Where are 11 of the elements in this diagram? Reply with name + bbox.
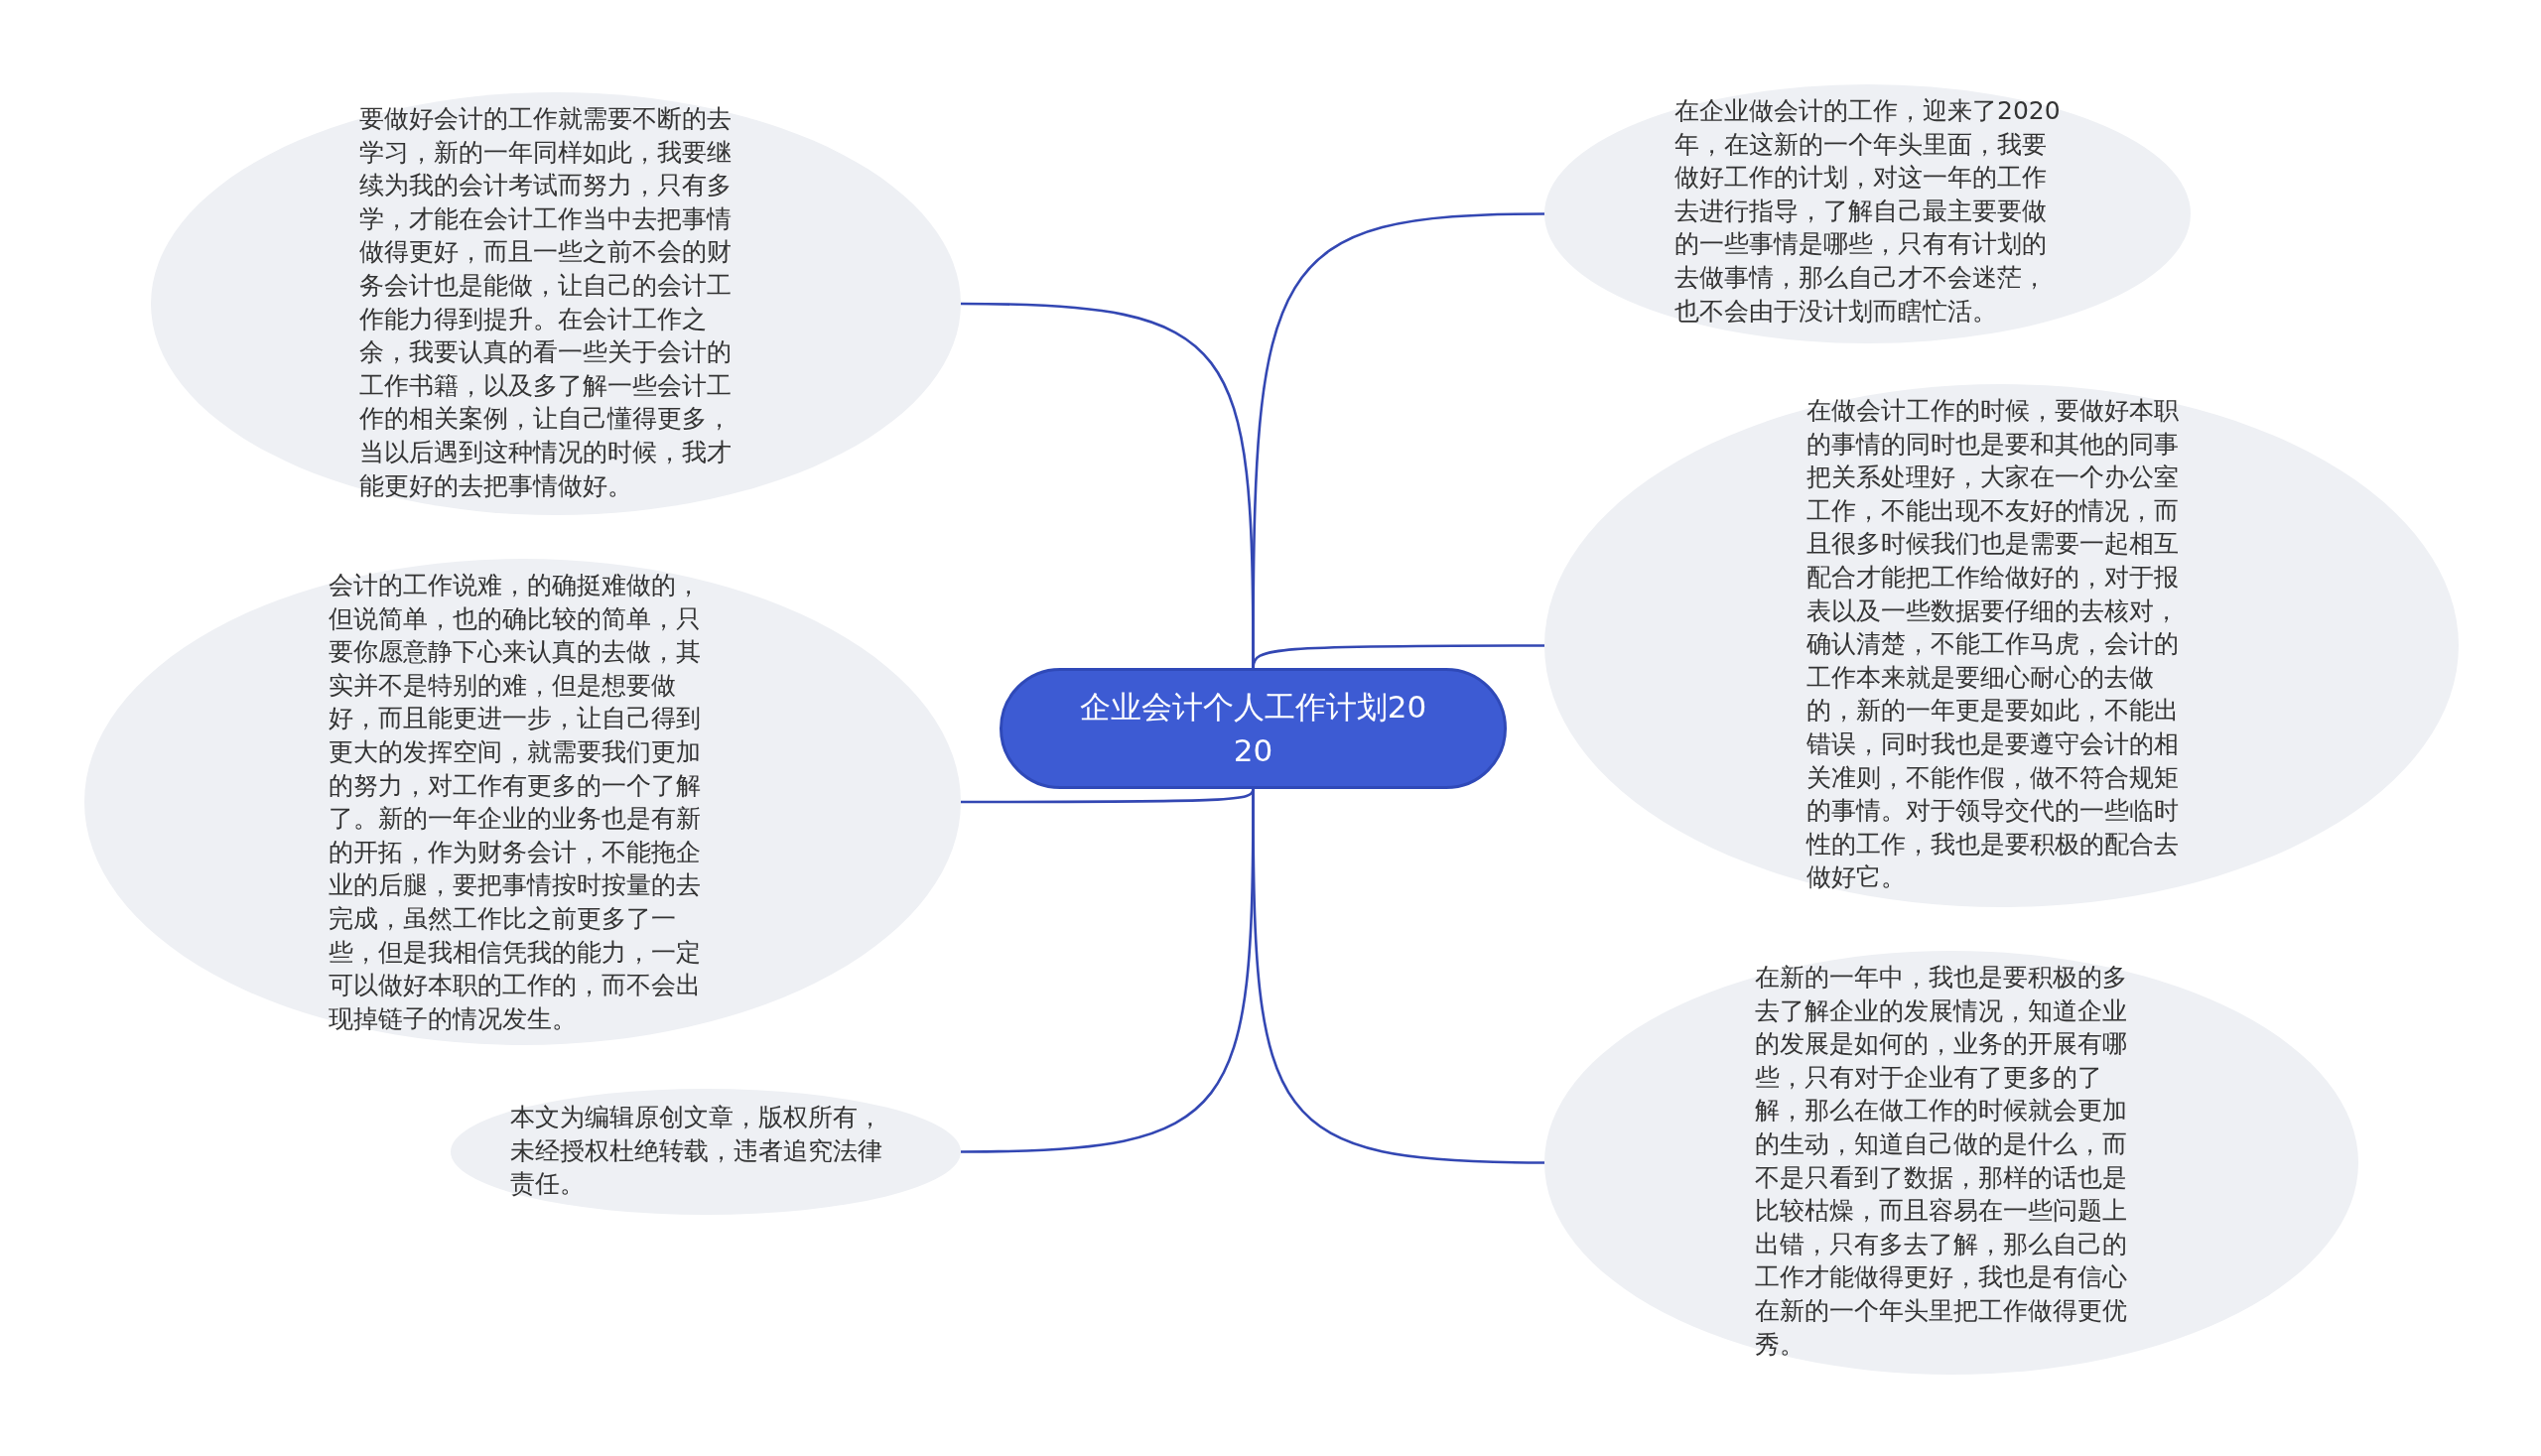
connector-line [1252, 212, 1545, 668]
paragraph-text: 在做会计工作的时候，要做好本职的事情的同时也是要和其他的同事把关系处理好，大家在一个办公室工作，不能出现不友好的情况，而且很多时候我们也是需要一起相互配合才能把工作给做好的，对于报表以及一些数据要仔细的去核对，确认清楚，不能工作马虎，会计的工作本来就是要细心耐心的去做的，新的一年更是要如此，不能出错误，同时我也是要遵守会计的相关准则，不能作假，做不符合规矩的事情。对于领导交代的一些临时性的工作，我也是要积极的配合去做好它。 [1806, 395, 2180, 894]
paragraph-text: 会计的工作说难，的确挺难做的，但说简单，也的确比较的简单，只要你愿意静下心来认真的去做，其实并不是特别的难，但是想要做好，而且能更进一步，让自己得到更大的发挥空间，就需要我们更加的努力，对工作有更多的一个了解了。新的一年企业的业务也是有新的开拓，作为财务会计，不能拖企业的后腿，要把事情按时按量的去完成，虽然工作比之前更多了一些，但是我相信凭我的能力，一定可以做好本职的工作的，而不会出现掉链子的情况发生。 [329, 570, 702, 1035]
paragraph-text: 要做好会计的工作就需要不断的去学习，新的一年同样如此，我要继续为我的会计考试而努力，只有多学，才能在会计工作当中去把事情做得更好，而且一些之前不会的财务会计也是能做，让自己的会计工作能力得到提升。在会计工作之余，我要认真的看一些关于会计的工作书籍，以及多了解一些会计工作的相关案例，让自己懂得更多，当以后遇到这种情况的时候，我才能更好的去把事情做好。 [359, 103, 733, 502]
paragraph-text: 在企业做会计的工作，迎来了2020年，在这新的一个年头里面，我要做好工作的计划，对这一年的工作去进行指导，了解自己最主要要做的一些事情是哪些，只有有计划的去做事情，那么自己才不会迷茫，也不会由于没计划而瞎忙活。 [1674, 95, 2062, 328]
paragraph-text: 在新的一年中，我也是要积极的多去了解企业的发展情况，知道企业的发展是如何的，业务的开展有哪些，只有对于企业有了更多的了解，那么在做工作的时候就会更加的生动，知道自己做的是什么，而不是只看到了数据，那样的话也是比较枯燥，而且容易在一些问题上出错，只有多去了解，那么自己的工作才能做得更好，我也是有信心在新的一个年头里把工作做得更优秀。 [1755, 962, 2128, 1361]
paragraph-text: 本文为编辑原创文章，版权所有，未经授权杜绝转载，违者追究法律责任。 [510, 1102, 883, 1201]
connector-line [1252, 789, 1544, 1164]
topic-box: 企业会计个人工作计划2020 [1000, 668, 1507, 789]
connector-line [961, 788, 1255, 804]
connector-line [1252, 644, 1544, 669]
